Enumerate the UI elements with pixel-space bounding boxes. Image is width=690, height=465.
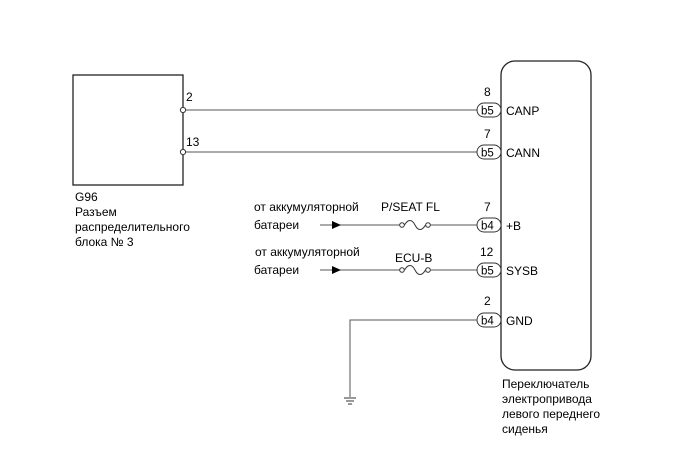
connector-pill: [476, 144, 502, 160]
pin-number: 12: [480, 245, 494, 259]
connector-code: b5: [481, 266, 494, 278]
right-component-name-line3: левого переднего: [502, 407, 600, 421]
connection-plus-b: 7 b4 +B: [476, 200, 521, 233]
connection-sysb: 12 b5 SYSB: [476, 245, 538, 278]
connector-pill: [476, 102, 502, 118]
signal-name: CANP: [506, 104, 539, 118]
junction-block-box: [72, 74, 184, 186]
wire-gnd: [349, 319, 477, 397]
signal-name: GND: [506, 314, 533, 328]
arrow-right-icon: [332, 221, 341, 229]
connection-gnd: 2 b4 GND: [476, 294, 533, 328]
pin-number: 2: [484, 294, 491, 308]
connector-code: b4: [481, 221, 494, 233]
left-pin-2-terminal: [179, 106, 187, 114]
pin-number: 8: [484, 85, 491, 99]
connector-code: b5: [481, 106, 494, 118]
power-source-1: от аккумуляторной батареи P/SEAT FL: [254, 200, 477, 232]
signal-name: +B: [506, 219, 521, 233]
connector-code: b5: [481, 148, 494, 160]
source-label-line2: батареи: [254, 263, 299, 277]
source-label-line1: от аккумуляторной: [254, 200, 359, 214]
left-component-code: G96: [75, 190, 98, 204]
fuse-label: P/SEAT FL: [381, 200, 440, 214]
left-pin-13-terminal: [179, 148, 187, 156]
power-source-2: от аккумуляторной батареи ECU-B: [254, 245, 477, 277]
left-pin-13-label: 13: [186, 135, 200, 149]
fuse-icon: [399, 220, 431, 230]
right-component-name-line2: электропривода: [502, 392, 592, 406]
right-component-name-line4: сиденья: [502, 422, 548, 436]
arrow-right-icon: [332, 266, 341, 274]
connection-canp: 8 b5 CANP: [476, 85, 539, 118]
signal-name: CANN: [506, 146, 540, 160]
ground-icon: [344, 397, 356, 405]
fuse-icon: [399, 265, 431, 275]
left-component-name-line2: распределительного: [75, 220, 190, 234]
fuse-label: ECU-B: [395, 251, 432, 265]
pin-number: 7: [484, 200, 491, 214]
left-component-name-line1: Разъем: [75, 205, 117, 219]
seat-switch-box: [500, 60, 592, 371]
source-label-line1: от аккумуляторной: [255, 245, 360, 259]
right-component-name-line1: Переключатель: [502, 377, 589, 391]
left-component-name-line3: блока № 3: [75, 235, 134, 249]
connector-code: b4: [481, 316, 494, 328]
signal-name: SYSB: [506, 264, 538, 278]
source-label-line2: батареи: [254, 218, 299, 232]
left-pin-2-label: 2: [186, 90, 193, 104]
pin-number: 7: [484, 127, 491, 141]
connection-cann: 7 b5 CANN: [476, 127, 540, 160]
